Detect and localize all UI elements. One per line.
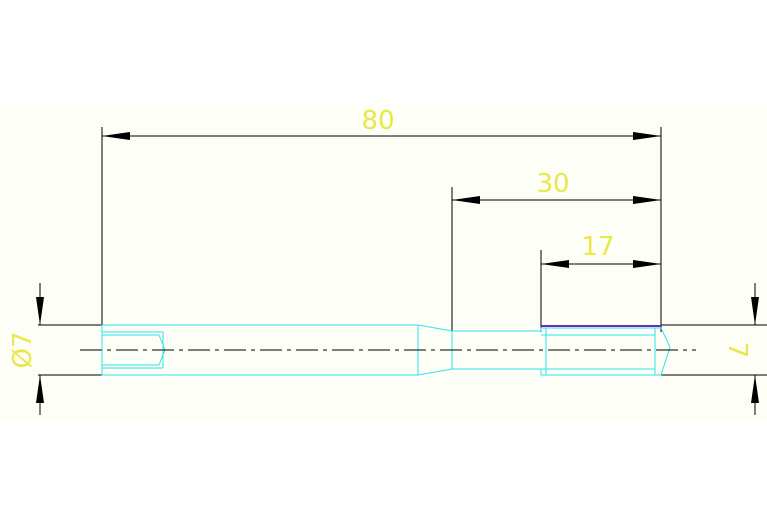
dimension-right-height: 7 bbox=[722, 342, 752, 359]
cad-drawing: 80 30 17 Ø7 7 bbox=[0, 103, 767, 420]
shaft-main-body bbox=[101, 324, 671, 376]
drawing-background bbox=[0, 103, 767, 420]
dimension-left-diameter: Ø7 bbox=[8, 331, 38, 368]
dimension-lines bbox=[36, 132, 759, 415]
dimension-end-section-length: 17 bbox=[581, 232, 614, 262]
drawing-area: 80 30 17 Ø7 7 bbox=[0, 103, 767, 420]
dimension-overall-length: 80 bbox=[361, 106, 394, 136]
dimension-right-section-length: 30 bbox=[536, 169, 569, 199]
